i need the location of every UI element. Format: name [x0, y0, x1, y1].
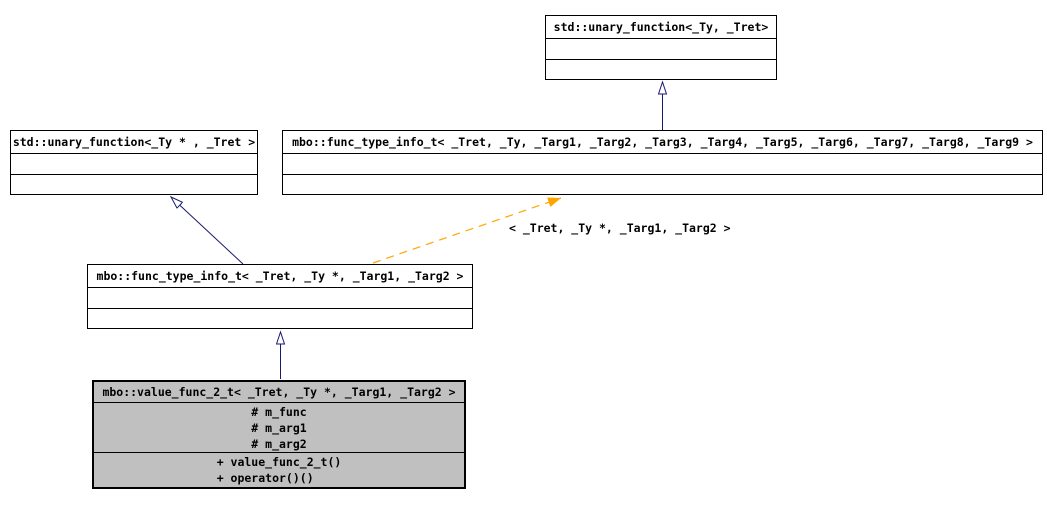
- class-node-func-type-info-full[interactable]: mbo::func_type_info_t< _Tret, _Ty, _Targ…: [282, 130, 1043, 195]
- class-title: mbo::func_type_info_t< _Tret, _Ty, _Targ…: [283, 131, 1042, 154]
- template-args-label: < _Tret, _Ty *, _Targ1, _Targ2 >: [509, 221, 731, 235]
- methods-compartment-empty: [546, 60, 776, 80]
- class-title: std::unary_function<_Ty, _Tret>: [546, 16, 776, 39]
- attributes-compartment-empty: [546, 39, 776, 60]
- class-node-std-unary-function-ptr[interactable]: std::unary_function<_Ty * , _Tret >: [10, 130, 258, 195]
- attributes-compartment: # m_func # m_arg1 # m_arg2: [94, 403, 464, 453]
- attribute-m-func: # m_func: [251, 404, 307, 419]
- attribute-m-arg1: # m_arg1: [251, 420, 307, 435]
- attributes-compartment-empty: [283, 154, 1042, 175]
- class-title: mbo::value_func_2_t< _Tret, _Ty *, _Targ…: [94, 382, 464, 403]
- attribute-m-arg2: # m_arg2: [251, 436, 307, 451]
- methods-compartment-empty: [283, 175, 1042, 195]
- methods-compartment-empty: [11, 175, 257, 195]
- class-node-std-unary-function[interactable]: std::unary_function<_Ty, _Tret>: [545, 15, 777, 80]
- attributes-compartment-empty: [11, 154, 257, 175]
- method-operator-call: + operator()(): [216, 471, 314, 485]
- class-title: mbo::func_type_info_t< _Tret, _Ty *, _Ta…: [88, 265, 472, 288]
- attributes-compartment-empty: [88, 288, 472, 309]
- class-title: std::unary_function<_Ty * , _Tret >: [11, 131, 257, 154]
- methods-compartment-empty: [88, 309, 472, 329]
- methods-compartment: + value_func_2_t() + operator()(): [94, 453, 464, 487]
- class-node-func-type-info-ptr[interactable]: mbo::func_type_info_t< _Tret, _Ty *, _Ta…: [87, 264, 473, 329]
- inheritance-edge-func-type-info-ptr-to-std-unary-function-ptr: [171, 197, 244, 265]
- method-constructor: + value_func_2_t(): [216, 455, 342, 469]
- class-node-value-func-2[interactable]: mbo::value_func_2_t< _Tret, _Ty *, _Targ…: [92, 380, 466, 489]
